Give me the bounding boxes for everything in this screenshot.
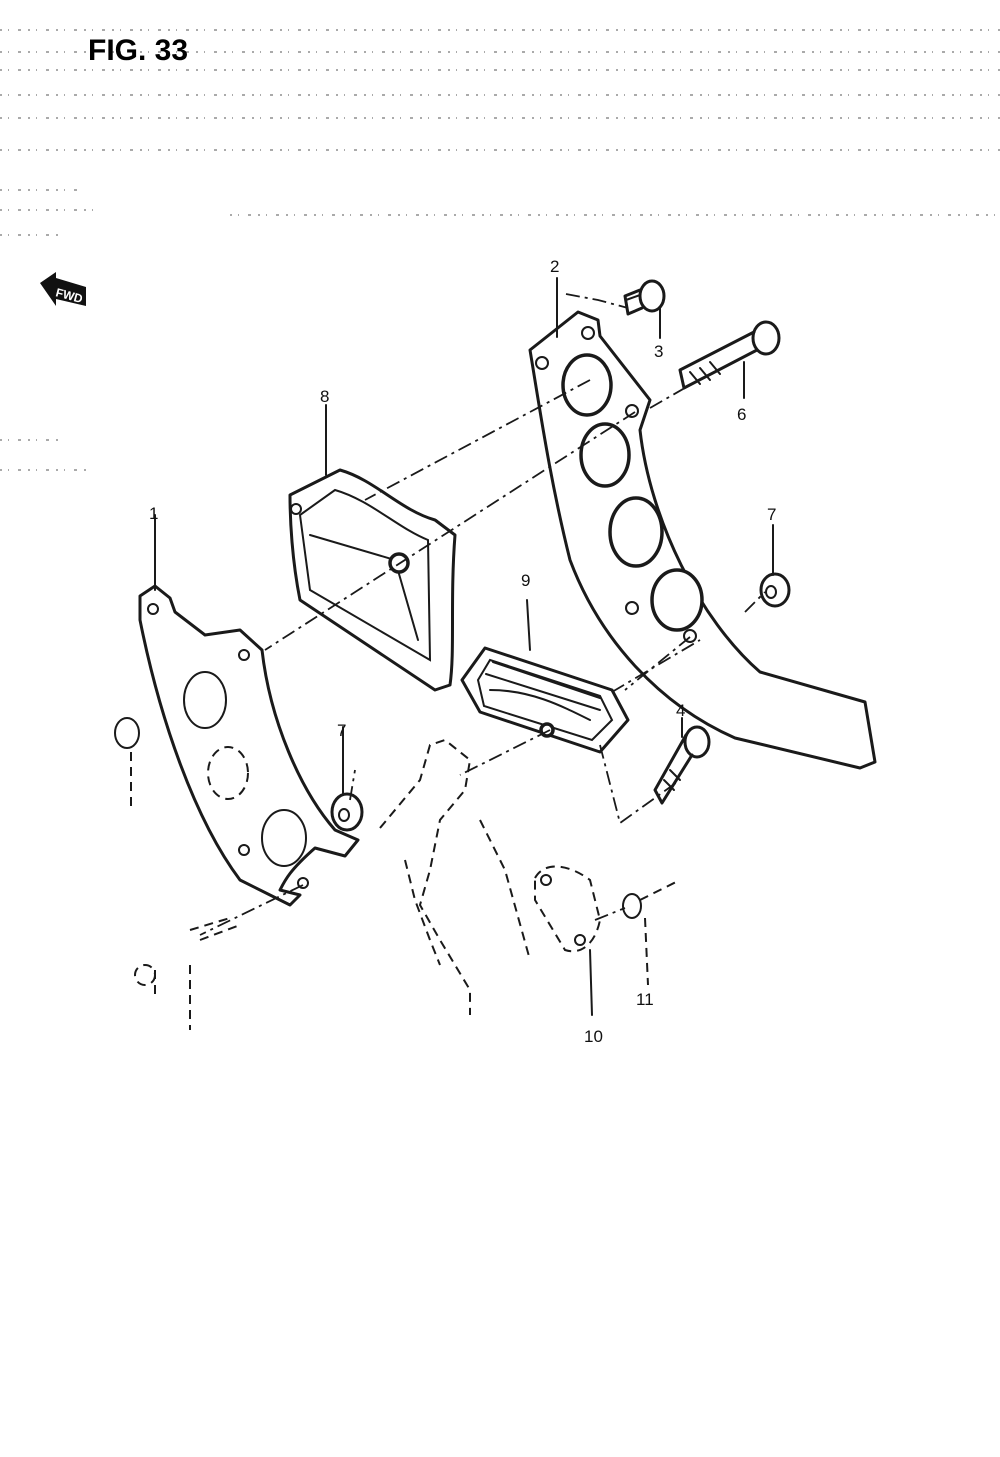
callout-7-lower: 7: [337, 721, 346, 740]
swingarm-phantom-outline: [134, 738, 531, 1030]
swingarm-pad: [534, 865, 602, 953]
nut-icon-left: [114, 717, 140, 749]
callout-2: 2: [550, 257, 559, 276]
chain-slider-pad: [460, 646, 630, 754]
scan-noise: [0, 29, 1000, 471]
chain-guide-plate-right: [528, 310, 877, 770]
callout-3: 3: [654, 342, 663, 361]
chain-guide-plate-left: [138, 584, 360, 907]
callout-labels: 1 2 3 4 6 7 7 8 9 10 11: [149, 257, 776, 1046]
forward-label: FWD: [54, 285, 84, 306]
callout-4: 4: [676, 701, 685, 720]
bolt-long-icon: [678, 320, 781, 390]
bolt-short-icon: [623, 279, 666, 316]
nut-icon-lower: [330, 792, 364, 832]
screw-icon: [622, 879, 681, 919]
callout-6: 6: [737, 405, 746, 424]
callout-11: 11: [636, 990, 654, 1009]
assembly-lines: [199, 293, 766, 936]
callout-9: 9: [521, 571, 530, 590]
figure-title: FIG. 33: [88, 34, 188, 67]
callout-8: 8: [320, 387, 329, 406]
callout-7: 7: [767, 505, 776, 524]
chain-guide-block: [288, 468, 457, 692]
leader-lines: [130, 277, 774, 1016]
forward-arrow-icon: FWD: [40, 272, 86, 306]
bolt-icon: [653, 725, 711, 805]
callout-1: 1: [149, 504, 158, 523]
callout-10: 10: [584, 1027, 603, 1046]
nut-icon: [759, 572, 791, 608]
